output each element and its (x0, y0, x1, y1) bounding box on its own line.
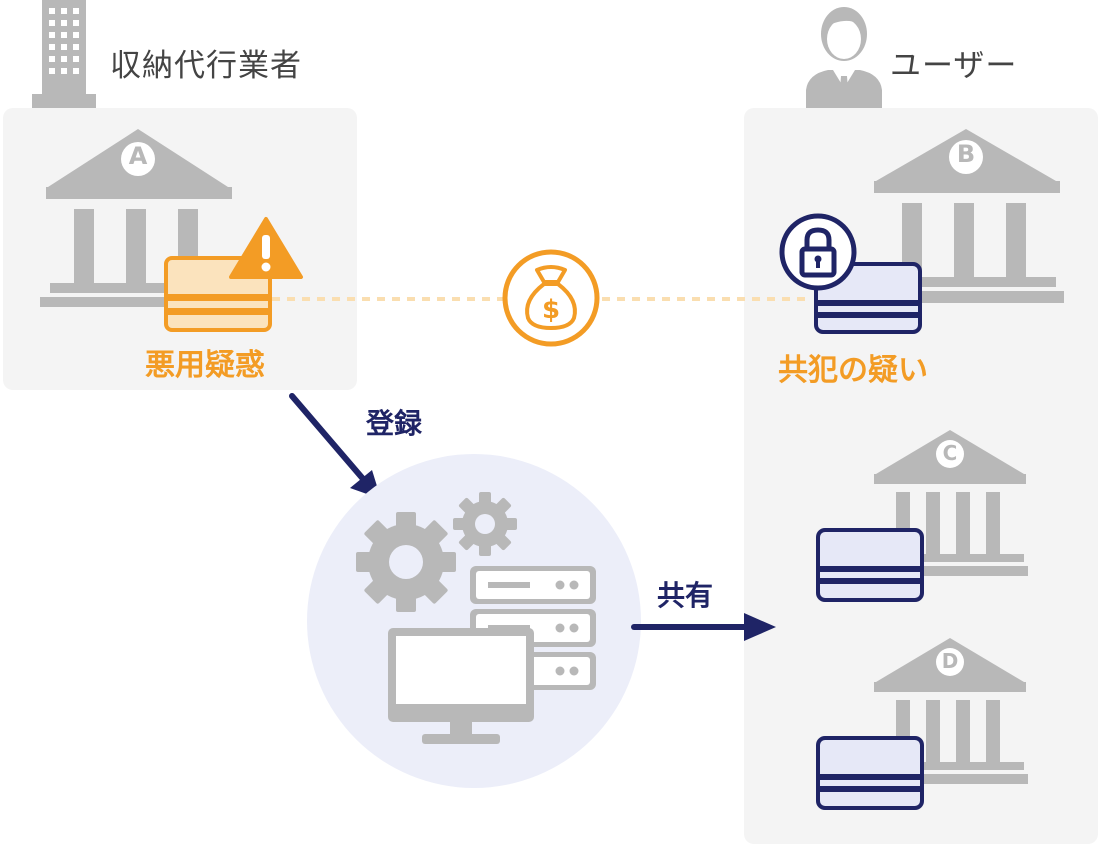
warning-icon (229, 217, 303, 279)
complicity-suspicion-label: 共犯の疑い (778, 353, 928, 388)
monitor-icon (388, 628, 534, 744)
bank-a-letter: A (128, 142, 148, 170)
register-label: 登録 (366, 407, 423, 440)
bank-d-letter: D (941, 649, 959, 673)
businessman-icon (806, 7, 882, 108)
bank-b-letter: B (956, 140, 976, 168)
money-bag-icon: $ (502, 249, 600, 347)
misuse-suspicion-label: 悪用疑惑 (145, 348, 265, 383)
bank-d-icon (872, 638, 1028, 784)
bank-c-letter: C (942, 441, 958, 465)
bank-c-card-icon (816, 528, 924, 602)
building-icon (32, 0, 96, 108)
lock-icon (779, 213, 857, 291)
user-title: ユーザー (890, 48, 1018, 84)
svg-text:$: $ (542, 295, 560, 325)
gears-icon (356, 492, 517, 612)
bank-d-card-icon (816, 736, 924, 810)
operator-title: 収納代行業者 (110, 48, 302, 84)
share-label: 共有 (657, 579, 714, 612)
